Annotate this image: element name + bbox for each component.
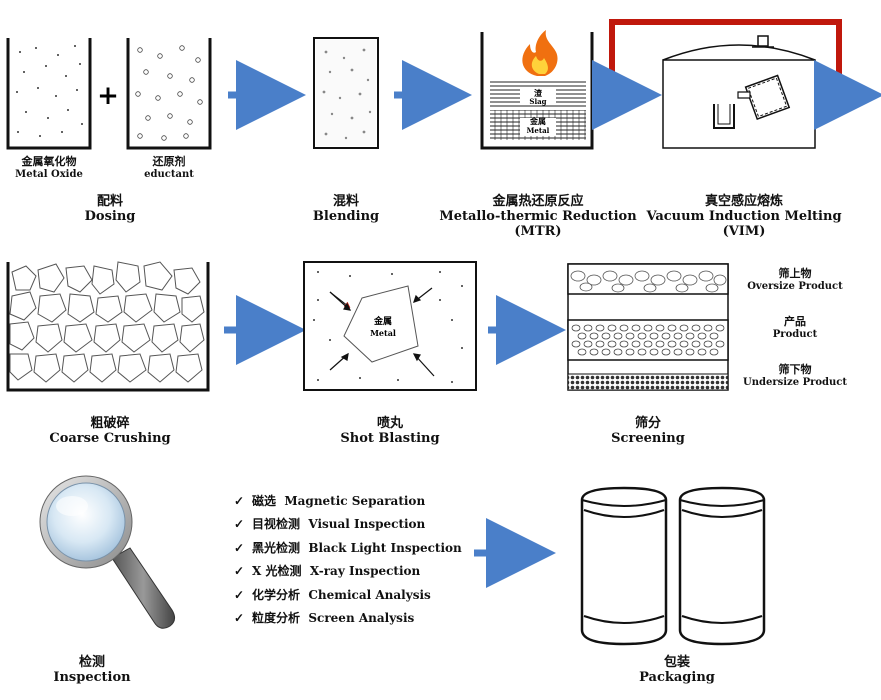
check-item-cn: 黑光检测 (252, 540, 301, 555)
oversize-cn: 筛上物 (778, 267, 812, 280)
check-item-en: Black Light Inspection (308, 540, 462, 555)
inspection-en: Inspection (53, 669, 131, 685)
list-item: ✓ X 光检测 X-ray Inspection (234, 562, 462, 585)
list-item: ✓ 磁选 Magnetic Separation (234, 492, 462, 515)
reductant-label: 还原剂 eductant (128, 155, 210, 180)
vim-en: Vacuum Induction Melting (VIM) (646, 208, 842, 239)
crushing-en: Coarse Crushing (49, 430, 171, 446)
check-item-en: Magnetic Separation (284, 494, 426, 508)
drum-icon (580, 486, 668, 646)
metal-oxide-label: 金属氧化物 Metal Oxide (0, 155, 98, 180)
shot-blasting-en: Shot Blasting (340, 430, 440, 446)
slag-label-en: Slag (529, 97, 546, 106)
dosing-label: 配料 Dosing (60, 194, 160, 225)
check-item-en: Screen Analysis (308, 610, 415, 625)
shot-blasting-box (303, 261, 477, 391)
oversize-en: Oversize Product (747, 280, 843, 292)
blending-en: Blending (312, 208, 380, 224)
check-icon: ✓ (234, 564, 245, 579)
check-item-cn: X 光检测 (252, 564, 302, 579)
packaging-cn: 包装 (663, 655, 690, 670)
check-icon: ✓ (234, 610, 245, 625)
undersize-cn: 筛下物 (778, 363, 812, 376)
list-item: ✓ 化学分析 Chemical Analysis (234, 586, 462, 609)
crushing-label: 粗破碎 Coarse Crushing (40, 416, 180, 447)
packaging-en: Packaging (639, 669, 715, 685)
check-icon: ✓ (234, 517, 245, 532)
blending-label: 混料 Blending (296, 194, 396, 225)
reductant-en: eductant (144, 168, 194, 180)
mtr-metal-label-cn: 金属 (529, 116, 546, 126)
screening-cn: 筛分 (634, 416, 661, 431)
screening-en: Screening (611, 430, 685, 446)
mtr-en: Metallo-thermic Reduction (MTR) (439, 208, 637, 239)
reductant-beaker (126, 38, 212, 150)
mtr-metal-label-en: Metal (527, 126, 550, 135)
undersize-en: Undersize Product (743, 376, 847, 388)
flame-icon (522, 30, 558, 76)
metal-oxide-en: Metal Oxide (15, 168, 83, 180)
blending-beaker (313, 37, 379, 149)
vim-label: 真空感应熔炼 Vacuum Induction Melting (VIM) (644, 194, 844, 240)
reductant-cn: 还原剂 (152, 155, 186, 168)
inspection-label: 检测 Inspection (40, 655, 144, 686)
list-item: ✓ 黑光检测 Black Light Inspection (234, 539, 462, 562)
plus-sign: + (97, 81, 119, 111)
dosing-en: Dosing (84, 208, 136, 224)
check-item-cn: 磁选 (252, 494, 277, 508)
shot-blasting-label: 喷丸 Shot Blasting (320, 416, 460, 447)
inspection-cn: 检测 (78, 655, 105, 670)
vim-cn: 真空感应熔炼 (704, 194, 783, 209)
check-item-en: Chemical Analysis (308, 587, 431, 602)
check-icon: ✓ (234, 587, 245, 602)
return-flow-line (609, 19, 842, 86)
product-en: Product (772, 328, 818, 340)
check-item-en: X-ray Inspection (309, 564, 421, 579)
check-item-en: Visual Inspection (308, 517, 426, 532)
shot-metal-label-en: Metal (370, 328, 396, 338)
undersize-label: 筛下物 Undersize Product (740, 363, 850, 388)
shot-blasting-cn: 喷丸 (376, 416, 403, 431)
mtr-label: 金属热还原反应 Metallo-thermic Reduction (MTR) (432, 194, 644, 240)
crushing-cn: 粗破碎 (90, 416, 130, 431)
drum-icon (678, 486, 766, 646)
check-item-cn: 目视检测 (252, 517, 301, 532)
shot-metal-label-cn: 金属 (373, 315, 392, 327)
dosing-cn: 配料 (96, 194, 123, 209)
packaging-label: 包装 Packaging (624, 655, 730, 686)
inspection-checklist: ✓ 磁选 Magnetic Separation ✓ 目视检测 Visual Ins… (234, 492, 462, 632)
slag-label-cn: 渣 (534, 88, 543, 98)
vim-furnace (662, 35, 816, 149)
check-item-cn: 粒度分析 (252, 610, 301, 625)
check-item-cn: 化学分析 (252, 587, 301, 602)
list-item: ✓ 目视检测 Visual Inspection (234, 515, 462, 538)
product-label: 产品 Product (740, 315, 850, 340)
product-cn: 产品 (784, 315, 806, 328)
screening-label: 筛分 Screening (588, 416, 708, 447)
check-icon: ✓ (234, 540, 245, 555)
metal-oxide-beaker (6, 38, 92, 150)
metal-oxide-cn: 金属氧化物 (21, 155, 77, 168)
list-item: ✓ 粒度分析 Screen Analysis (234, 609, 462, 632)
check-icon: ✓ (234, 494, 245, 508)
magnifier-icon (39, 475, 176, 629)
coarse-crushing-box (6, 261, 210, 392)
mtr-cn: 金属热还原反应 (492, 194, 584, 209)
screening-stack (567, 263, 729, 391)
return-flow-arrowhead (831, 78, 847, 90)
blending-cn: 混料 (332, 194, 359, 209)
oversize-label: 筛上物 Oversize Product (740, 267, 850, 292)
